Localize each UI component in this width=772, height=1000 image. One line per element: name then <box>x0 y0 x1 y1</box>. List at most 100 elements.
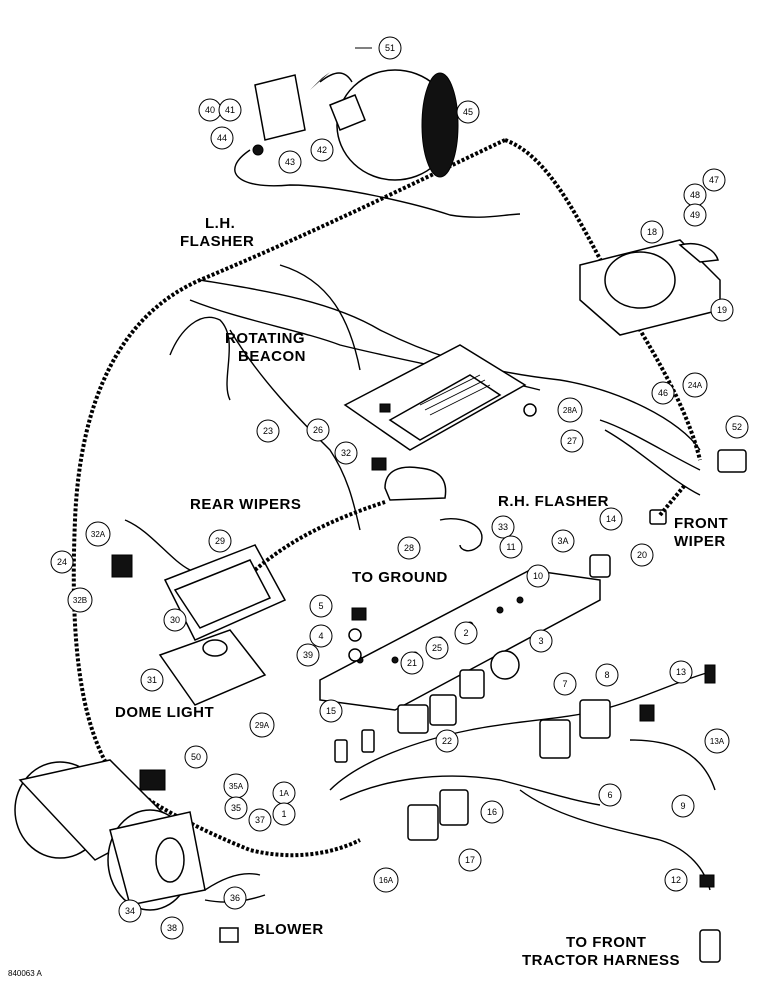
leader-front-wiper <box>658 483 687 517</box>
callout-31: 31 <box>140 668 164 692</box>
callout-33: 33 <box>491 515 515 539</box>
callout-11: 11 <box>499 535 523 559</box>
svg-text:3A: 3A <box>557 536 568 546</box>
svg-text:3: 3 <box>538 636 543 646</box>
callout-18: 18 <box>640 220 664 244</box>
switch-cluster <box>334 554 716 841</box>
svg-text:8: 8 <box>604 670 609 680</box>
callout-1: 1 <box>272 802 296 826</box>
svg-text:31: 31 <box>147 675 157 685</box>
callout-27: 27 <box>560 429 584 453</box>
callout-37: 37 <box>248 808 272 832</box>
svg-text:46: 46 <box>658 388 668 398</box>
callout-3: 3 <box>529 629 553 653</box>
svg-text:7: 7 <box>562 679 567 689</box>
svg-text:1A: 1A <box>279 789 289 798</box>
label-lh-flasher-1: L.H. <box>205 215 235 232</box>
label-front-wiper-1: FRONT <box>674 515 728 532</box>
svg-text:23: 23 <box>263 426 273 436</box>
callout-24: 24 <box>50 550 74 574</box>
callout-28A: 28A <box>557 397 583 423</box>
rear-lamp <box>371 457 447 501</box>
svg-text:5: 5 <box>318 601 323 611</box>
svg-text:52: 52 <box>732 422 742 432</box>
dome-light <box>111 544 287 706</box>
leader-rear-wipers <box>253 500 386 572</box>
wire-13A <box>629 739 716 791</box>
callout-32: 32 <box>334 441 358 465</box>
callout-32A: 32A <box>85 521 111 547</box>
callout-9: 9 <box>671 794 695 818</box>
svg-text:2: 2 <box>463 628 468 638</box>
label-to-front-2: TRACTOR HARNESS <box>522 952 680 969</box>
label-rotating-beacon-2: BEACON <box>238 348 306 365</box>
svg-text:24: 24 <box>57 557 67 567</box>
svg-text:33: 33 <box>498 522 508 532</box>
label-rotating-beacon-1: ROTATING <box>225 330 305 347</box>
svg-text:28: 28 <box>404 543 414 553</box>
callout-48: 48 <box>683 183 707 207</box>
svg-text:32: 32 <box>341 448 351 458</box>
svg-text:32A: 32A <box>91 530 106 539</box>
front-tractor-wire <box>519 789 711 891</box>
svg-text:10: 10 <box>533 571 543 581</box>
svg-text:21: 21 <box>407 658 417 668</box>
callout-4: 4 <box>309 624 333 648</box>
figure-code: 840063 A <box>8 969 42 978</box>
svg-text:20: 20 <box>637 550 647 560</box>
callout-3A: 3A <box>551 529 575 553</box>
callout-25: 25 <box>425 636 449 660</box>
svg-text:37: 37 <box>255 815 265 825</box>
callout-41: 41 <box>218 98 242 122</box>
dome-light-wire <box>124 519 191 571</box>
callout-28: 28 <box>397 536 421 560</box>
svg-text:45: 45 <box>463 107 473 117</box>
svg-text:50: 50 <box>191 752 201 762</box>
callout-26: 26 <box>306 418 330 442</box>
svg-text:48: 48 <box>690 190 700 200</box>
label-rear-wipers: REAR WIPERS <box>190 496 301 513</box>
connector-14 <box>649 509 667 525</box>
svg-text:16: 16 <box>487 807 497 817</box>
callout-32B: 32B <box>67 587 93 613</box>
callouts: 51 40 41 45 44 43 42 47 48 49 18 19 46 2… <box>50 36 749 940</box>
callout-12: 12 <box>664 868 688 892</box>
svg-text:44: 44 <box>217 133 227 143</box>
wire-23 <box>229 329 361 531</box>
callout-10: 10 <box>526 564 550 588</box>
front-wiper-wires <box>599 419 701 496</box>
svg-text:25: 25 <box>432 643 442 653</box>
svg-text:38: 38 <box>167 923 177 933</box>
svg-text:40: 40 <box>205 105 215 115</box>
svg-text:35: 35 <box>231 803 241 813</box>
callout-17: 17 <box>458 848 482 872</box>
svg-text:15: 15 <box>326 706 336 716</box>
svg-text:51: 51 <box>385 43 395 53</box>
label-front-wiper-2: WIPER <box>674 533 726 550</box>
svg-text:26: 26 <box>313 425 323 435</box>
svg-text:18: 18 <box>647 227 657 237</box>
svg-text:49: 49 <box>690 210 700 220</box>
svg-text:32B: 32B <box>73 596 87 605</box>
beacon-bracket <box>343 344 537 451</box>
callout-43: 43 <box>278 150 302 174</box>
callout-19: 19 <box>710 298 734 322</box>
label-to-front-1: TO FRONT <box>566 934 646 951</box>
callout-47: 47 <box>702 168 726 192</box>
svg-text:16A: 16A <box>379 876 394 885</box>
callout-50: 50 <box>184 745 208 769</box>
svg-text:41: 41 <box>225 105 235 115</box>
callout-16: 16 <box>480 800 504 824</box>
flasher-lh-wire <box>169 316 231 401</box>
label-rh-flasher: R.H. FLASHER <box>498 493 609 510</box>
callout-15: 15 <box>319 699 343 723</box>
connector-52 <box>717 449 747 473</box>
callout-21: 21 <box>400 651 424 675</box>
label-blower: BLOWER <box>254 921 324 938</box>
svg-text:29: 29 <box>215 536 225 546</box>
callout-20-top: 20 <box>630 543 654 567</box>
callout-46: 46 <box>651 381 675 405</box>
callout-8: 8 <box>595 663 619 687</box>
callout-45: 45 <box>456 100 480 124</box>
